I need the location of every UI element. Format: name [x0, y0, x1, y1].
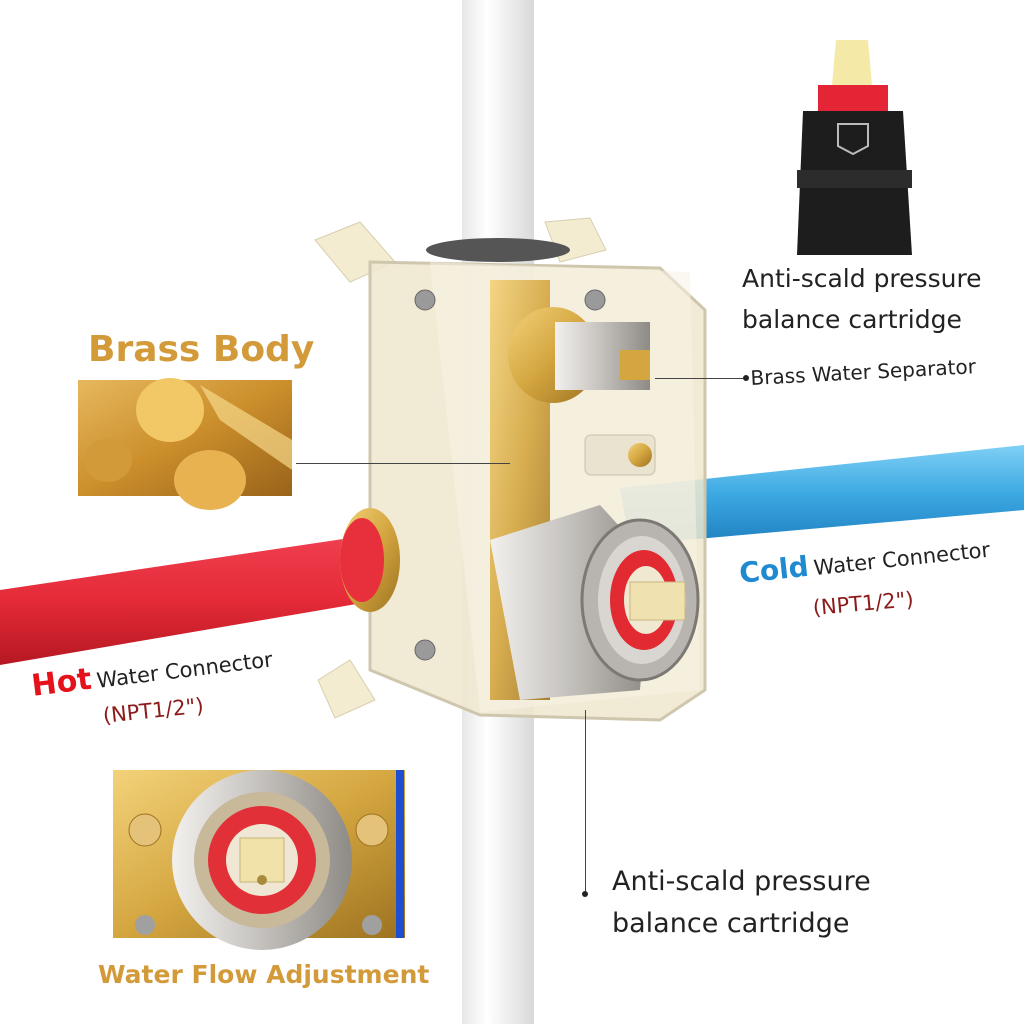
brass-body-leader: [296, 463, 510, 464]
valve-housing: [314, 217, 707, 722]
cartridge-top-label-line2: balance cartridge: [742, 305, 962, 334]
hot-pipe: [0, 535, 380, 665]
cartridge-leader-dot: [582, 891, 588, 897]
separator-leader: [655, 378, 747, 379]
water-flow-inset: [113, 770, 405, 950]
cartridge-bottom-label-line1: Anti-scald pressure: [612, 866, 871, 897]
cartridge-bottom-label-line2: balance cartridge: [612, 908, 850, 939]
cartridge-product-image: [797, 40, 912, 255]
water-flow-title: Water Flow Adjustment: [98, 960, 430, 989]
hot-word: Hot: [29, 661, 94, 704]
separator-leader-dot: [743, 375, 749, 381]
cartridge-top-label-line1: Anti-scald pressure: [742, 264, 982, 293]
cold-pipe: [620, 445, 1024, 545]
brass-body-title: Brass Body: [88, 329, 315, 370]
brass-rods-inset: [78, 378, 292, 510]
cartridge-leader: [585, 710, 586, 895]
